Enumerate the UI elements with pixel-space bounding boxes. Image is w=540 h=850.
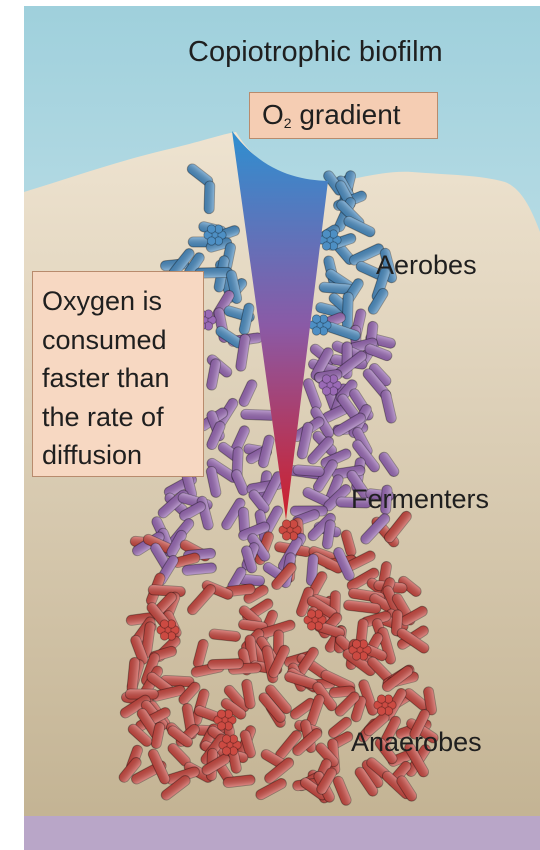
zone-label-aerobes: Aerobes	[376, 250, 477, 281]
bacterium-rod	[208, 658, 244, 669]
callout-line: the rate of	[42, 398, 170, 437]
zone-label-anaerobes: Anaerobes	[351, 727, 482, 758]
oxygen-gradient-label: O2 gradient	[249, 92, 438, 139]
oxygen-consumption-callout: Oxygen is consumed faster than the rate …	[32, 271, 204, 477]
bacterium-cluster	[157, 620, 179, 640]
gradient-suffix: gradient	[292, 99, 401, 130]
callout-line: consumed	[42, 321, 170, 360]
callout-line: faster than	[42, 359, 170, 398]
zone-label-fermenters: Fermenters	[351, 484, 489, 515]
bacterium-cluster	[349, 640, 371, 660]
bacterium-cluster	[319, 230, 341, 250]
bacterium-rod	[204, 181, 215, 214]
bacterium-rod	[342, 292, 353, 329]
callout-line: Oxygen is	[42, 282, 170, 321]
bacterium-cluster	[219, 735, 241, 755]
callout-line: diffusion	[42, 436, 170, 475]
gradient-subscript: 2	[284, 115, 292, 131]
bacterium-cluster	[304, 610, 326, 630]
substratum-floor	[24, 816, 540, 850]
bacterium-cluster	[309, 315, 331, 335]
diagram-title: Copiotrophic biofilm	[188, 36, 443, 69]
gradient-prefix: O	[262, 99, 284, 130]
bacterium-cluster	[279, 520, 301, 540]
bacterium-cluster	[319, 375, 341, 395]
bacterium-cluster	[204, 225, 226, 245]
bacterium-cluster	[374, 695, 396, 715]
bacterium-rod	[293, 465, 325, 477]
bacterium-cluster	[214, 710, 236, 730]
